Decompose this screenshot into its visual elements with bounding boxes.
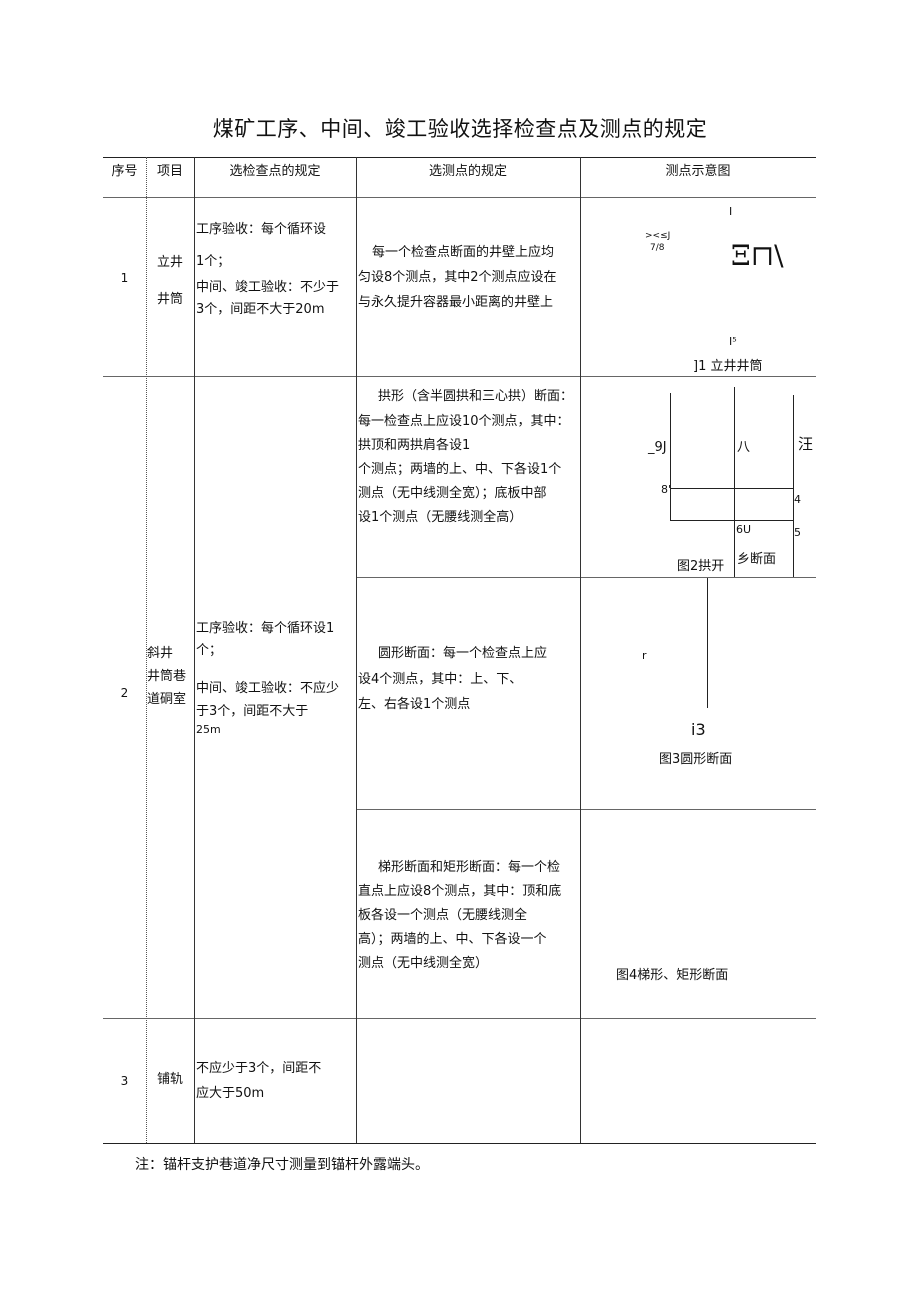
row2-bottom-border (103, 1018, 816, 1019)
row2-check-line1: 工序验收：每个循环设1 (196, 621, 335, 636)
col-divider-4 (580, 157, 581, 1143)
header-measure: 选测点的规定 (428, 164, 507, 179)
row3-item: 铺轨 (156, 1072, 183, 1087)
row2b-measure-line2: 设4个测点，其中：上、下、 (358, 672, 523, 687)
fig1-top-mark: I (729, 205, 733, 218)
row2b-bottom-border (356, 809, 816, 810)
fig2-floor-line (670, 520, 793, 521)
row1-bottom-border (103, 376, 816, 377)
fig2-caption-a: 图2拱开 (677, 559, 725, 574)
row1-check-line1: 工序验收：每个循环设 (196, 222, 327, 237)
row1-item-line1: 立井 (156, 255, 183, 270)
row2c-measure-line4: 高）；两墙的上、中、下各设一个 (358, 932, 547, 947)
row2-item-line2: 井筒巷 (147, 669, 187, 684)
fig3-label-r: r (642, 649, 647, 662)
fig2-label-7: 5 (794, 526, 801, 539)
fig1-bottom-mark: I⁵ (729, 335, 737, 348)
row2-check-line2: 个； (196, 643, 223, 658)
row1-measure-line1: 每一个检查点断面的井壁上应均 (372, 245, 555, 260)
fig1-caption: ]1 立井井筒 (693, 359, 763, 374)
row1-check-line4: 3个，间距不大于20m (196, 302, 325, 317)
fig4-caption: 图4梯形、矩形断面 (616, 968, 729, 983)
row1-no: 1 (120, 271, 129, 285)
row2a-measure-line4: 个测点；两墙的上、中、下各设1个 (358, 462, 562, 477)
header-check: 选检查点的规定 (229, 164, 321, 179)
row2-check-line5: 25m (196, 723, 221, 736)
row2c-measure-line5: 测点（无中线测全宽） (358, 956, 489, 971)
fig2-center-line (734, 387, 735, 577)
footnote: 注：锚杆支护巷道净尺寸测量到锚杆外露端头。 (135, 1157, 429, 1173)
row2a-measure-line3: 拱顶和两拱肩各设1 (358, 438, 471, 453)
header-figure: 测点示意图 (665, 164, 731, 179)
header-bottom-border (103, 197, 816, 198)
fig2-label-6: 6U (736, 523, 752, 536)
row2-check-line4: 于3个，间距不大于 (196, 704, 309, 719)
fig2-caption-b: 乡断面 (737, 552, 777, 567)
row3-no: 3 (120, 1074, 129, 1088)
fig2-label-3: 汪 (798, 435, 814, 453)
row1-item-line2: 井筒 (156, 292, 183, 307)
row1-measure-line3: 与永久提升容器最小距离的井壁上 (358, 295, 554, 310)
table-bottom-border (103, 1143, 816, 1144)
col-divider-3 (356, 157, 357, 1143)
fig2-label-4: 8' (661, 483, 672, 496)
row2c-measure-line3: 板各设一个测点（无腰线测全 (358, 908, 528, 923)
row1-check-line3: 中间、竣工验收：不少于 (196, 280, 340, 295)
header-no: 序号 (111, 164, 138, 179)
row2a-bottom-border (356, 577, 816, 578)
row3-check-line1: 不应少于3个，间距不 (196, 1061, 322, 1076)
fig3-axis-line (707, 578, 708, 708)
row1-measure-line2: 匀设8个测点，其中2个测点应设在 (358, 270, 557, 285)
row2-item-line1: 斜井 (147, 646, 174, 661)
row2a-measure-line2: 每一检查点上应设10个测点，其中： (358, 414, 570, 429)
fig2-left-wall (670, 393, 671, 521)
fig3-caption: 图3圆形断面 (659, 752, 733, 767)
fig1-shaft-glyph: Ξ⊓\ (731, 239, 784, 272)
row1-check-line2: 1个； (196, 254, 231, 269)
row2b-measure-line1: 圆形断面：每一个检查点上应 (378, 646, 548, 661)
table-top-border (103, 157, 816, 158)
row2-item-line3: 道硐室 (147, 692, 187, 707)
row2c-measure-line2: 直点上应设8个测点，其中：顶和底 (358, 884, 562, 899)
row2-check-line3: 中间、竣工验收：不应少 (196, 681, 340, 696)
col-divider-1 (146, 157, 147, 1143)
row2a-measure-line6: 设1个测点（无腰线测全高） (358, 510, 523, 525)
row2-no: 2 (120, 686, 129, 700)
fig2-label-1: _9J (648, 440, 667, 455)
row3-check-line2: 应大于50m (196, 1086, 265, 1101)
fig2-right-wall (793, 395, 794, 577)
fig3-label-i3: i3 (691, 720, 706, 739)
row2a-measure-line1: 拱形（含半圆拱和三心拱）断面： (378, 389, 574, 404)
fig2-waist-line (670, 488, 793, 489)
fig1-mark-2: 7/8 (650, 243, 665, 253)
fig1-mark-1: ><≤J (645, 231, 671, 241)
row2a-measure-line5: 测点（无中线测全宽）；底板中部 (358, 486, 547, 501)
fig2-label-5: 4 (794, 493, 801, 506)
col-divider-2 (194, 157, 195, 1143)
row2b-measure-line3: 左、右各设1个测点 (358, 697, 471, 712)
row2c-measure-line1: 梯形断面和矩形断面：每一个检 (378, 860, 561, 875)
page-title: 煤矿工序、中间、竣工验收选择检查点及测点的规定 (212, 117, 708, 141)
fig2-label-2: 八 (737, 440, 751, 455)
header-item: 项目 (156, 164, 183, 179)
